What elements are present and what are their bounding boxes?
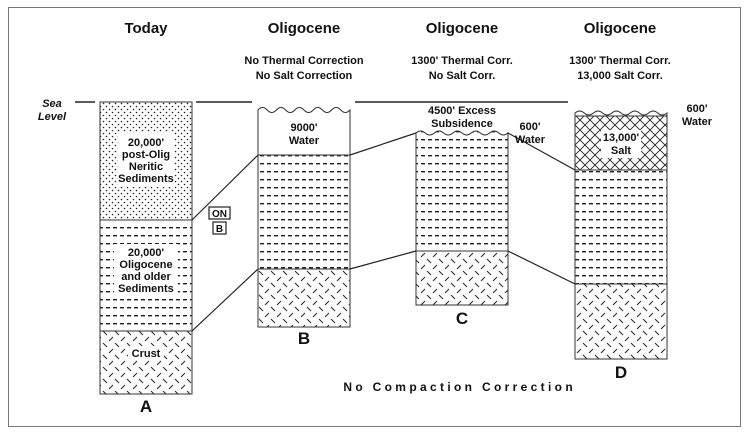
water-label: Water [515,134,546,146]
water-label: 600' [520,121,541,133]
label-bg [118,133,174,187]
column-letter: A [140,397,152,416]
box-b [212,221,227,235]
correlation-line [349,132,417,156]
header-title: Oligocene [584,20,657,37]
layer-label: Water [289,135,320,147]
layer-label: post-Olig [122,149,170,161]
column-c: 4500' Excess Subsidence 600' Water C [415,105,546,328]
diagram-frame [8,7,741,427]
layer-label: Neritic [129,161,163,173]
sea-level-label: Sea [42,98,62,110]
label-bg [114,244,178,298]
layer-label: Sediments [118,173,174,185]
layer-label: 13,000' [603,132,640,144]
column-letter: B [298,329,310,348]
on-b-box: ON B [208,206,231,235]
box-label: ON [212,209,227,220]
layer-label: 20,000' [128,247,165,259]
layer-label: 9000' [290,122,317,134]
column-letter: C [456,309,468,328]
box-label: B [216,224,223,235]
layer-crust [99,330,193,395]
label-bg [601,130,641,158]
footer-no-compaction: N o C o m p a c t i o n C o r r e c t i … [343,380,572,394]
correlation-line [507,250,576,285]
layer-label: Oligocene [119,259,172,271]
correlation-line [507,132,576,171]
layer-crust [257,268,351,328]
column-b: 9000' Water B [257,107,351,348]
water-label: Water [682,116,713,128]
header-title: Oligocene [426,20,499,37]
header-subtitle: 13,000 Salt Corr. [577,70,663,82]
header-column-d: Oligocene 1300' Thermal Corr. 13,000 Sal… [569,20,671,82]
header-column-c: Oligocene 1300' Thermal Corr. No Salt Co… [411,20,513,82]
correlation-line [191,154,259,221]
header-subtitle: No Thermal Correction [244,55,363,67]
correlation-line [191,268,259,332]
box-on [208,206,231,220]
excess-subsidence-label: Subsidence [431,118,493,130]
layer-oligocene-sediments [574,169,668,285]
layer-oligocene-sediments [415,130,509,252]
header-column-b: Oligocene No Thermal Correction No Salt … [244,20,363,82]
excess-subsidence-label: 4500' Excess [428,105,496,117]
header-subtitle: 1300' Thermal Corr. [569,55,671,67]
layer-label: Sediments [118,283,174,295]
correlation-lines [191,132,576,332]
layer-crust [415,250,509,306]
layer-label: and older [121,271,171,283]
header-title: Today [124,20,168,37]
layer-label: 20,000' [128,137,165,149]
column-a: 20,000' post-Olig Neritic Sediments 20,0… [99,101,193,416]
water-label: 600' [687,103,708,115]
layer-label: Crust [132,348,161,360]
column-d: 13,000' Salt 600' Water D [574,103,713,382]
layer-crust [574,283,668,360]
sea-level-label: Level [38,111,67,123]
header-subtitle: 1300' Thermal Corr. [411,55,513,67]
layer-label: Salt [611,145,632,157]
layer-oligocene-sediments [257,154,351,270]
sea-level: Sea Level [38,98,568,123]
label-bg [128,346,164,360]
column-letter: D [615,363,627,382]
header-today: Today [124,20,168,37]
header-subtitle: No Salt Correction [256,70,353,82]
layer-water [257,107,351,156]
correlation-line [349,250,417,270]
header-title: Oligocene [268,20,341,37]
header-subtitle: No Salt Corr. [429,70,496,82]
